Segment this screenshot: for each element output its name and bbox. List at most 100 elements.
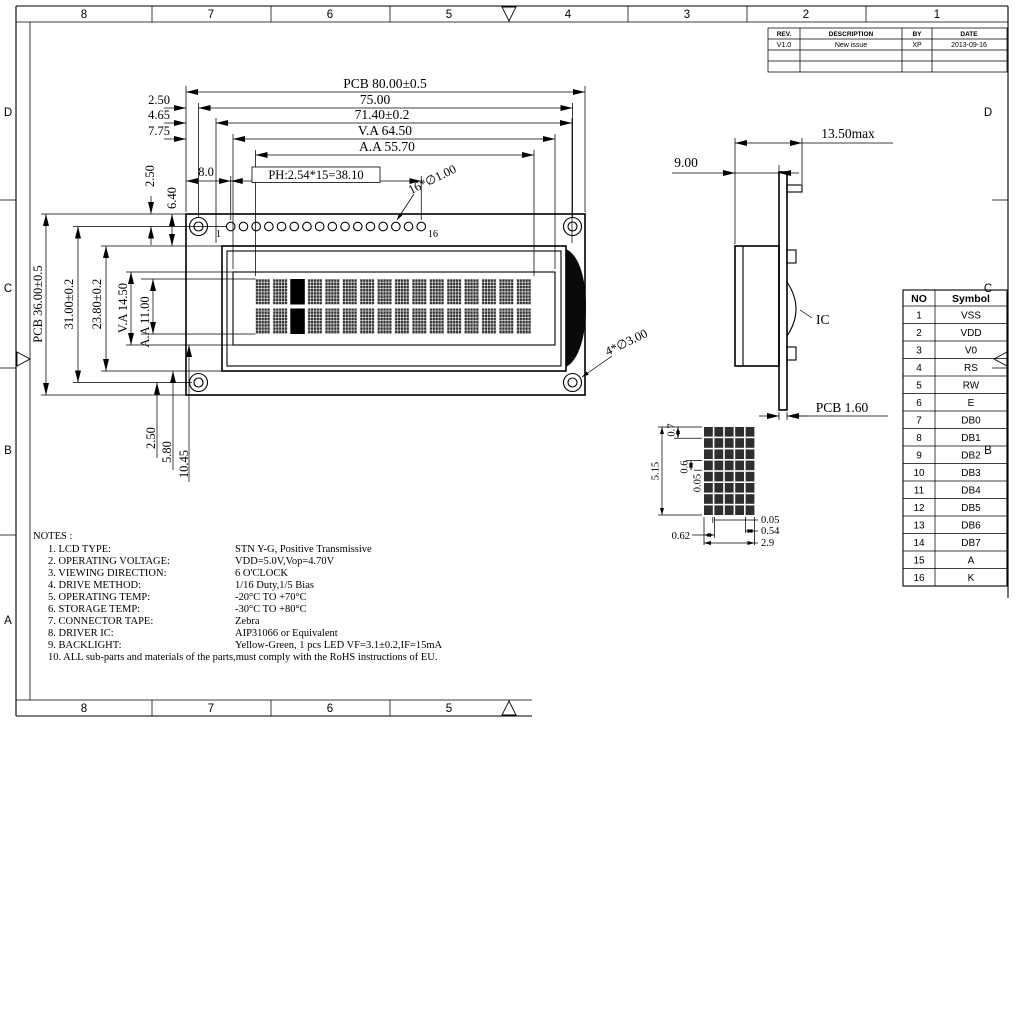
detail-dot <box>704 505 713 515</box>
zone-top-label: 5 <box>446 9 452 21</box>
note-value: Yellow-Green, 1 pcs LED VF=3.1±0.2,IF=15… <box>235 640 443 651</box>
lcd-char-cell <box>481 279 497 305</box>
zone-bottom-label: 7 <box>208 703 214 715</box>
pin-table-no: 8 <box>916 433 922 444</box>
lcd-char-cell <box>307 308 323 334</box>
detail-dot <box>735 505 744 515</box>
zone-right-label: B <box>984 445 992 457</box>
zone-left-label: C <box>4 283 12 295</box>
lcd-char-cell <box>446 279 462 305</box>
zone-top-label: 4 <box>565 9 572 21</box>
zone-top-label: 3 <box>684 9 690 21</box>
tab-bottom <box>786 346 797 361</box>
pin-pad <box>289 221 300 232</box>
dim-dot-height: 0.6 <box>679 460 690 473</box>
pin-table-no: 11 <box>914 486 925 497</box>
dim-pcb-height: PCB 36.00±0.5 <box>31 265 45 342</box>
connector-wedge <box>566 249 586 367</box>
dim-module-depth: 9.00 <box>674 155 698 170</box>
lcd-char-cell <box>412 279 427 305</box>
detail-dot <box>745 438 755 448</box>
pin-pad <box>340 221 350 232</box>
side-view: 13.50max 9.00 PCB 1.60 IC <box>672 126 893 420</box>
zone-top-label: 6 <box>327 9 333 21</box>
center-mark-right <box>993 351 1008 367</box>
detail-dot <box>745 471 755 482</box>
detail-dot <box>735 460 744 471</box>
detail-dot <box>704 483 713 493</box>
zone-top-label: 7 <box>208 9 214 21</box>
note-label: 10. ALL sub-parts and materials of the p… <box>48 652 438 663</box>
dim-row-pitch: 0.7 <box>666 423 677 436</box>
pin-table-no: 7 <box>916 416 922 427</box>
dim-frame-bottom: 5.80 <box>160 441 174 463</box>
ic-bump <box>786 281 797 337</box>
dim-mount-hole: 4*∅3.00 <box>603 326 650 358</box>
dim-pcb-width: PCB 80.00±0.5 <box>343 76 427 91</box>
dim-pin-hole: 16*∅1.00 <box>406 162 458 197</box>
lcd-char-cell <box>377 279 392 305</box>
ic-label: IC <box>816 312 830 327</box>
pin-pad <box>276 221 287 232</box>
pin-table-symbol: RW <box>963 381 980 392</box>
pin-table-symbol: DB7 <box>961 538 981 549</box>
lcd-char-cell <box>255 279 270 305</box>
detail-dot <box>745 494 755 504</box>
pin-header-row <box>225 221 427 232</box>
dim-va-height: V.A 14.50 <box>116 283 130 333</box>
dim-va-width: V.A 64.50 <box>358 123 412 138</box>
detail-dot <box>704 427 713 437</box>
pin-table-no: 9 <box>916 451 922 462</box>
pin-pad <box>327 221 338 232</box>
detail-dot <box>714 494 724 504</box>
detail-dot <box>714 471 724 482</box>
detail-dot <box>714 438 724 448</box>
dim-frame-offset-v: 6.40 <box>165 187 179 209</box>
pin-table-symbol: DB0 <box>961 416 981 427</box>
dim-dot-gap-v: 0.05 <box>692 474 703 492</box>
dim-frame-height: 23.80±0.2 <box>90 279 104 330</box>
lcd-char-cell <box>272 308 288 334</box>
lcd-char-cell <box>516 308 531 334</box>
zone-top-label: 8 <box>81 9 87 21</box>
detail-dot <box>724 449 734 459</box>
dim-hole-edge: 2.50 <box>148 93 170 107</box>
lcd-char-cell <box>255 308 270 334</box>
dim-hole-span-h: 75.00 <box>360 92 391 107</box>
dim-pin-offset-v: 2.50 <box>143 165 157 187</box>
pin-stub <box>786 184 803 193</box>
center-mark-bottom <box>501 699 517 716</box>
lcd-char-cell <box>394 279 410 305</box>
note-label: 9. BACKLIGHT: <box>48 640 122 651</box>
lcd-char-cell <box>325 279 340 305</box>
zone-bottom-label: 5 <box>446 703 452 715</box>
rev-cell-rev: V1.0 <box>777 42 792 49</box>
note-value: VDD=5.0V,Vop=4.70V <box>235 556 335 567</box>
pin-table-no: 10 <box>913 468 925 479</box>
note-value: 6 O'CLOCK <box>235 568 288 579</box>
detail-dot <box>714 449 724 459</box>
pin-table-border <box>902 289 1008 587</box>
pin-table-no: 13 <box>913 521 925 532</box>
lcd-char-cell <box>394 308 410 334</box>
dim-pcb-thickness: PCB 1.60 <box>816 400 869 415</box>
zone-bottom-label: 6 <box>327 703 333 715</box>
detail-dot <box>714 427 724 437</box>
dim-char-height: 5.15 <box>650 462 661 480</box>
detail-dot <box>745 460 755 471</box>
lcd-char-cell <box>377 308 392 334</box>
dim-dot-gap-h: 0.05 <box>761 515 779 526</box>
detail-dot <box>704 460 713 471</box>
lcd-char-cell <box>412 308 427 334</box>
detail-dot <box>714 460 724 471</box>
zone-left-label: D <box>4 107 12 119</box>
rev-header-by: BY <box>912 31 922 38</box>
detail-dot <box>704 449 713 459</box>
tab-top <box>786 249 797 264</box>
zone-left-label: A <box>4 615 12 627</box>
lcd-char-cell <box>359 308 375 334</box>
detail-dot <box>724 438 734 448</box>
